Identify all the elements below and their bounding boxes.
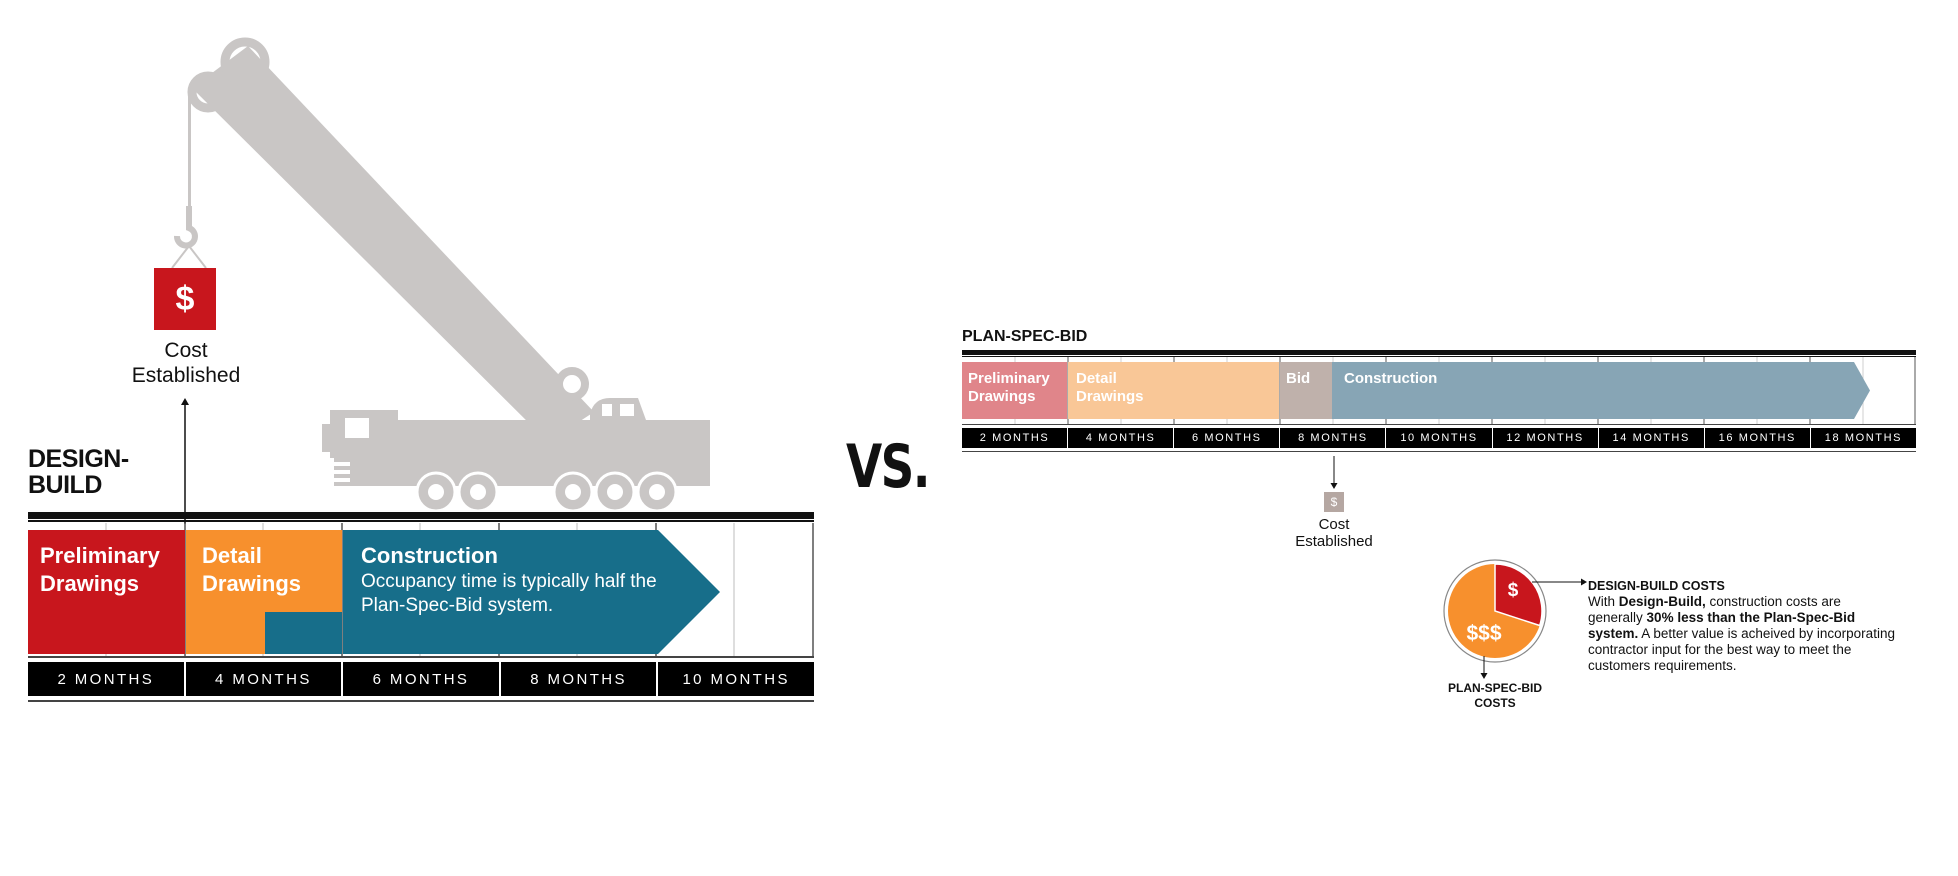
plan-spec-bid-month-axis: 2 MONTHS 4 MONTHS 6 MONTHS 8 MONTHS 10 M… [962,428,1916,448]
month-tick: 10 MONTHS [1386,428,1493,448]
timeline-bottom-rule [28,700,814,702]
month-tick: 2 MONTHS [962,428,1069,448]
timeline-top-rule-thin [28,520,814,522]
month-tick: 10 MONTHS [682,670,790,688]
psb-construction-arrow [1332,362,1870,419]
month-tick: 12 MONTHS [1493,428,1599,448]
month-tick: 16 MONTHS [1705,428,1811,448]
vs-label: VS. [846,432,931,502]
month-tick: 14 MONTHS [1599,428,1705,448]
psb-top-rule-thin [962,356,1916,357]
month-tick: 4 MONTHS [186,662,344,696]
phase-construction: Construction Occupancy time is typically… [361,542,671,618]
psb-cost-pointer-arrow [1330,456,1338,489]
phase-label: Preliminary Drawings [40,543,160,596]
month-tick: 6 MONTHS [1174,428,1281,448]
phase-description: Occupancy time is typically half the Pla… [361,571,657,616]
psb-top-rule [962,350,1916,355]
timeline-top-rule [28,512,814,519]
phase-detail-drawings: Detail Drawings [186,530,342,654]
note-text-part: A better value is acheived by incorporat… [1588,626,1895,673]
month-tick: 8 MONTHS [501,662,659,696]
note-text-part: 30% less than the Plan-Spec-Bid system. [1588,610,1856,641]
phase-label: Detail Drawings [1076,370,1144,405]
psb-rule [962,424,1916,425]
note-text-part: construction costs are generally [1588,594,1841,625]
psb-bottom-rule [962,451,1916,452]
design-build-costs-body: With Design-Build, construction costs ar… [1588,594,1898,674]
month-tick: 2 MONTHS [28,662,186,696]
design-build-title: DESIGN- BUILD [28,445,129,499]
month-tick: 6 MONTHS [343,662,501,696]
cost-established-label: Cost Established [131,339,241,387]
pie-label-plan-spec-bid: $$$ [1466,622,1501,645]
psb-phase-bid: Bid [1280,362,1332,419]
phase-preliminary-drawings: Preliminary Drawings [28,530,185,654]
psb-phase-detail-drawings: Detail Drawings [1068,362,1279,419]
phase-label: Preliminary Drawings [968,370,1050,405]
timeline-rule [28,656,814,658]
note-text-part: Design-Build, [1618,594,1706,609]
phase-label: Bid [1286,370,1311,387]
pie-right-arrow [1532,578,1587,586]
design-build-costs-heading: DESIGN-BUILD COSTS [1588,579,1725,593]
phase-label: Construction [361,543,498,568]
cost-comparison-pie: $ $$$ [1443,559,1547,663]
pie-slice-design-build [1494,563,1543,627]
psb-cost-established-marker: $ [1324,492,1344,512]
pie-down-arrow [1480,656,1488,679]
psb-phase-preliminary-drawings: Preliminary Drawings [962,362,1067,419]
month-tick: 4 MONTHS [1068,428,1175,448]
psb-cost-established-label: Cost Established [1295,516,1373,550]
dollar-icon: $ [1330,495,1338,509]
plan-spec-bid-title: PLAN-SPEC-BID [962,328,1088,345]
note-text-part: With [1588,594,1619,609]
crane-illustration [171,37,710,513]
plan-spec-bid-costs-label: PLAN-SPEC-BID COSTS [1447,681,1542,710]
phase-label: Detail Drawings [202,543,302,596]
pie-label-design-build: $ [1508,580,1519,601]
cost-established-marker: $ [154,268,216,330]
design-build-month-axis: 2 MONTHS 4 MONTHS 6 MONTHS 8 MONTHS 10 M… [28,662,814,696]
month-tick: 8 MONTHS [1280,428,1387,448]
psb-phase-construction: Construction [1344,370,1438,387]
phase-construction-arrow [343,530,720,654]
dollar-icon: $ [175,279,195,318]
month-tick: 18 MONTHS [1824,432,1903,444]
cost-pointer-arrow [181,398,189,524]
design-build-costs-note: DESIGN-BUILD COSTS With Design-Build, co… [1588,578,1898,674]
